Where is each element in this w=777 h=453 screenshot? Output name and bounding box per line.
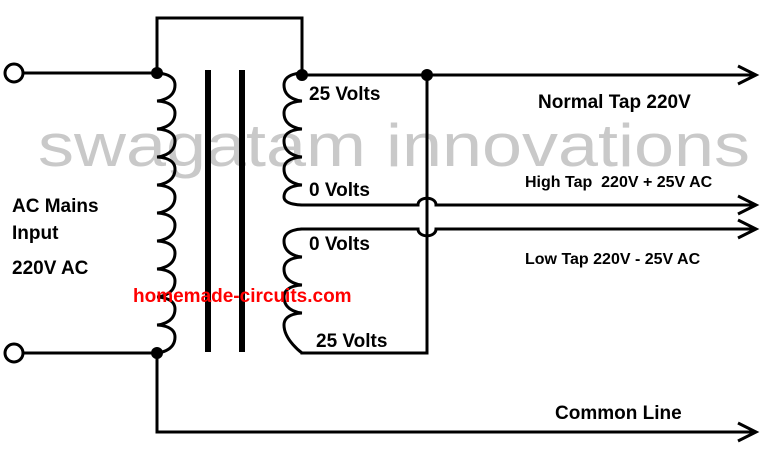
junction-dot-primary-bottom (151, 347, 163, 359)
low-tap-label: Low Tap 220V - 25V AC (525, 251, 701, 268)
low-tap-arrowhead (737, 218, 760, 240)
low-tap-crossover-hop (416, 227, 438, 238)
common-line-wire (155, 351, 754, 434)
high-tap-arrowhead (737, 194, 760, 216)
common-line-label: Common Line (555, 403, 682, 424)
website-label: homemade-circuits.com (133, 286, 352, 307)
primary-coil (156, 71, 177, 355)
secondary-top-voltage-label: 25 Volts (309, 84, 380, 105)
input-terminal-top (3, 62, 25, 84)
normal-tap-label: Normal Tap 220V (538, 92, 691, 113)
secondary-mid1-voltage-label: 0 Volts (309, 180, 370, 201)
secondary-lower-coil (282, 227, 303, 355)
high-tap-crossover-hop (416, 196, 438, 207)
input-terminal-bottom (3, 342, 25, 364)
normal-tap-arrowhead (737, 64, 760, 86)
high-tap-label: High Tap 220V + 25V AC (525, 174, 713, 191)
junction-dot-secondary-top (296, 69, 308, 81)
input-label-line1: AC Mains (12, 196, 99, 217)
input-voltage-label: 220V AC (12, 258, 89, 279)
jumper-wire (155, 16, 304, 75)
junction-dot-bus-top (421, 69, 433, 81)
secondary-upper-coil (282, 71, 303, 207)
watermark-text: swagatam innovations (38, 112, 750, 179)
secondary-mid2-voltage-label: 0 Volts (309, 234, 370, 255)
input-label-line2: Input (12, 223, 59, 244)
junction-dot-primary-top (151, 67, 163, 79)
secondary-bottom-voltage-label: 25 Volts (316, 331, 387, 352)
common-line-arrowhead (737, 421, 760, 443)
